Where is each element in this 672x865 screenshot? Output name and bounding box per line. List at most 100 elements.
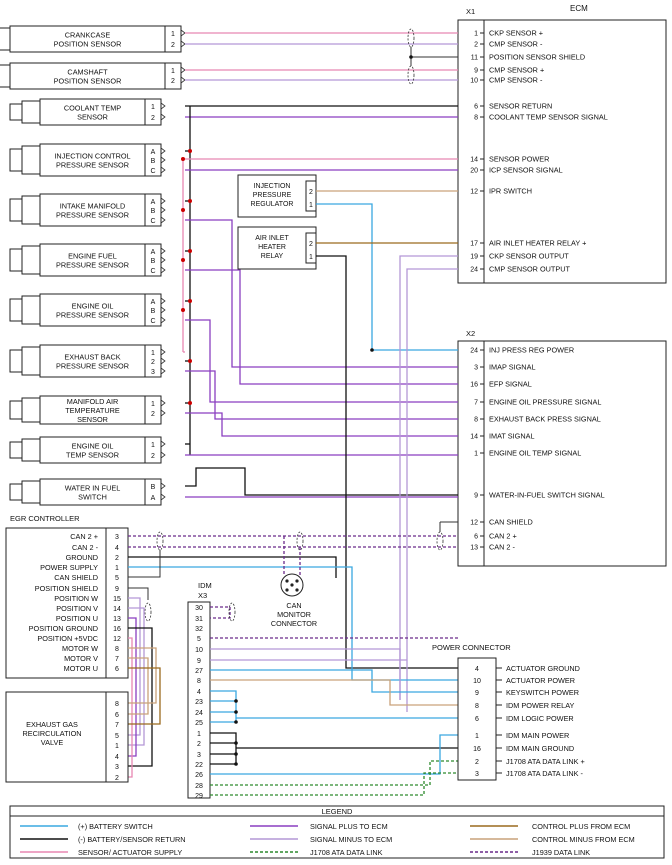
sensor-pin-label: 2 xyxy=(171,42,175,49)
can-monitor-pin xyxy=(295,588,299,592)
egr-pin-number: 7 xyxy=(115,656,119,663)
power-pin-number: 6 xyxy=(475,716,479,723)
sensor-name: PRESSURE SENSOR xyxy=(56,261,129,270)
egr-valve-pin: 8 xyxy=(115,701,119,708)
pin-arrow xyxy=(160,166,166,174)
pin-arrow xyxy=(160,113,166,121)
sensor-plug-stub xyxy=(9,298,23,322)
ecm-x1-pin-name: ICP SENSOR SIGNAL xyxy=(489,166,563,175)
idm-pin-number: 3 xyxy=(197,752,201,759)
pin-arrow xyxy=(160,440,166,448)
ecm-x1-pin-name: CMP SENSOR + xyxy=(489,66,544,75)
sensor-plug-stub xyxy=(9,349,23,373)
sensor-pin-label: 2 xyxy=(151,453,155,460)
ecm-x2-pin-name: IMAT SIGNAL xyxy=(489,432,535,441)
ecm-x1-box xyxy=(483,19,667,284)
ecm-x2-pin-number: 9 xyxy=(474,493,478,500)
legend-label: SIGNAL PLUS TO ECM xyxy=(310,822,388,831)
power-pin-name: IDM MAIN POWER xyxy=(506,731,569,740)
pin-arrow xyxy=(160,493,166,501)
egr-valve-box xyxy=(5,691,107,783)
egr-valve-pin: 5 xyxy=(115,733,119,740)
sensor-pin-label: C xyxy=(150,168,155,175)
sensor-pin-block xyxy=(144,436,162,464)
power-pin-name: ACTUATOR GROUND xyxy=(506,664,580,673)
junction-dot xyxy=(234,762,238,766)
ecm-x1-pin-name: CKP SENSOR + xyxy=(489,29,543,38)
air-heater-ground-wire xyxy=(316,255,458,669)
idm-pin-number: 22 xyxy=(195,762,203,769)
power-pin-number: 10 xyxy=(473,678,481,685)
power-pin-number: 16 xyxy=(473,746,481,753)
power-pin-number: 1 xyxy=(475,733,479,740)
sensor-plug-body xyxy=(0,64,11,88)
pin-arrow xyxy=(160,216,166,224)
egr-pin-number: 15 xyxy=(113,596,121,603)
sensor-plug-body xyxy=(21,346,41,376)
legend-box xyxy=(9,805,665,859)
egr-pin-name: POSITION W xyxy=(54,594,98,603)
splice-dot xyxy=(181,157,185,161)
ipr-pin-label: 1 xyxy=(309,202,313,209)
sensor-name: SENSOR xyxy=(77,113,108,122)
idm-pin-number: 8 xyxy=(197,678,201,685)
ecm-x2-label: X2 xyxy=(466,329,475,338)
sensor-pin-label: B xyxy=(151,258,156,265)
splice-dot xyxy=(181,308,185,312)
ecm-x2-pin-name: IMAP SIGNAL xyxy=(489,363,536,372)
position-ground-wire xyxy=(128,627,153,767)
egr-pin-name: POSITION SHIELD xyxy=(35,584,98,593)
idm-can-loop xyxy=(210,606,231,619)
idm-logic-loop xyxy=(210,690,237,723)
egr-pin-number: 6 xyxy=(115,666,119,673)
sensor-name: PRESSURE SENSOR xyxy=(56,311,129,320)
legend-label: SIGNAL MINUS TO ECM xyxy=(310,835,392,844)
can-monitor-label: CONNECTOR xyxy=(271,619,317,628)
idm-title: IDM xyxy=(198,581,212,590)
egr-valve-pin: 3 xyxy=(115,764,119,771)
idm-pin-number: 25 xyxy=(195,720,203,727)
power-pin-name: ACTUATOR POWER xyxy=(506,676,575,685)
egr-pin-name: GROUND xyxy=(66,553,98,562)
egr-valve-pin: 4 xyxy=(115,754,119,761)
imap-signal-wire xyxy=(185,219,458,368)
egr-pin-name: POSITION GROUND xyxy=(29,624,98,633)
pin-arrow xyxy=(160,409,166,417)
pin-arrow xyxy=(160,197,166,205)
egr-pin-number: 9 xyxy=(115,586,119,593)
pin-arrow xyxy=(160,266,166,274)
sensor-pin-label: A xyxy=(151,299,156,306)
wif-ground xyxy=(185,467,458,496)
ecm-x2-pin-name: EXHAUST BACK PRESS SIGNAL xyxy=(489,415,601,424)
ckp-shield-ring xyxy=(407,28,415,48)
egr-pin-number: 16 xyxy=(113,626,121,633)
splice-dot xyxy=(188,299,192,303)
power-pin-number: 3 xyxy=(475,771,479,778)
position-shield xyxy=(128,587,149,600)
power-pin-name: IDM LOGIC POWER xyxy=(506,714,574,723)
sensor-name: ENGINE FUEL xyxy=(68,252,117,261)
ecm-x1-pin-name: SENSOR RETURN xyxy=(489,102,552,111)
idm-pin-number: 1 xyxy=(197,731,201,738)
ecm-x1-pin-number: 24 xyxy=(470,267,478,274)
power-connector-title: POWER CONNECTOR xyxy=(432,643,511,652)
ecm-x2-pin-number: 16 xyxy=(470,382,478,389)
legend-label: SENSOR/ ACTUATOR SUPPLY xyxy=(78,848,182,857)
sensor-name: SWITCH xyxy=(78,493,107,502)
sensor-name: ENGINE OIL xyxy=(72,302,114,311)
efp-signal-wire xyxy=(185,269,458,385)
sensor-pin-label: 3 xyxy=(151,369,155,376)
can-monitor-pin xyxy=(285,588,289,592)
sensor-plug-stub xyxy=(9,148,23,172)
ecm-x1-pin-name: CMP SENSOR OUTPUT xyxy=(489,265,570,274)
junction-dot xyxy=(234,720,238,724)
idm-pin-number: 4 xyxy=(197,689,201,696)
ecm-x1-pin-name: IPR SWITCH xyxy=(489,187,532,196)
ecm-x1-pin-number: 20 xyxy=(470,168,478,175)
ecm-x2-box xyxy=(483,340,667,567)
ecm-x1-pin-number: 10 xyxy=(470,78,478,85)
idm-ckp-wire xyxy=(210,648,401,700)
sensor-name: TEMP SENSOR xyxy=(66,451,119,460)
junction-dot xyxy=(370,348,374,352)
egr-controller-pin-block xyxy=(105,527,129,679)
